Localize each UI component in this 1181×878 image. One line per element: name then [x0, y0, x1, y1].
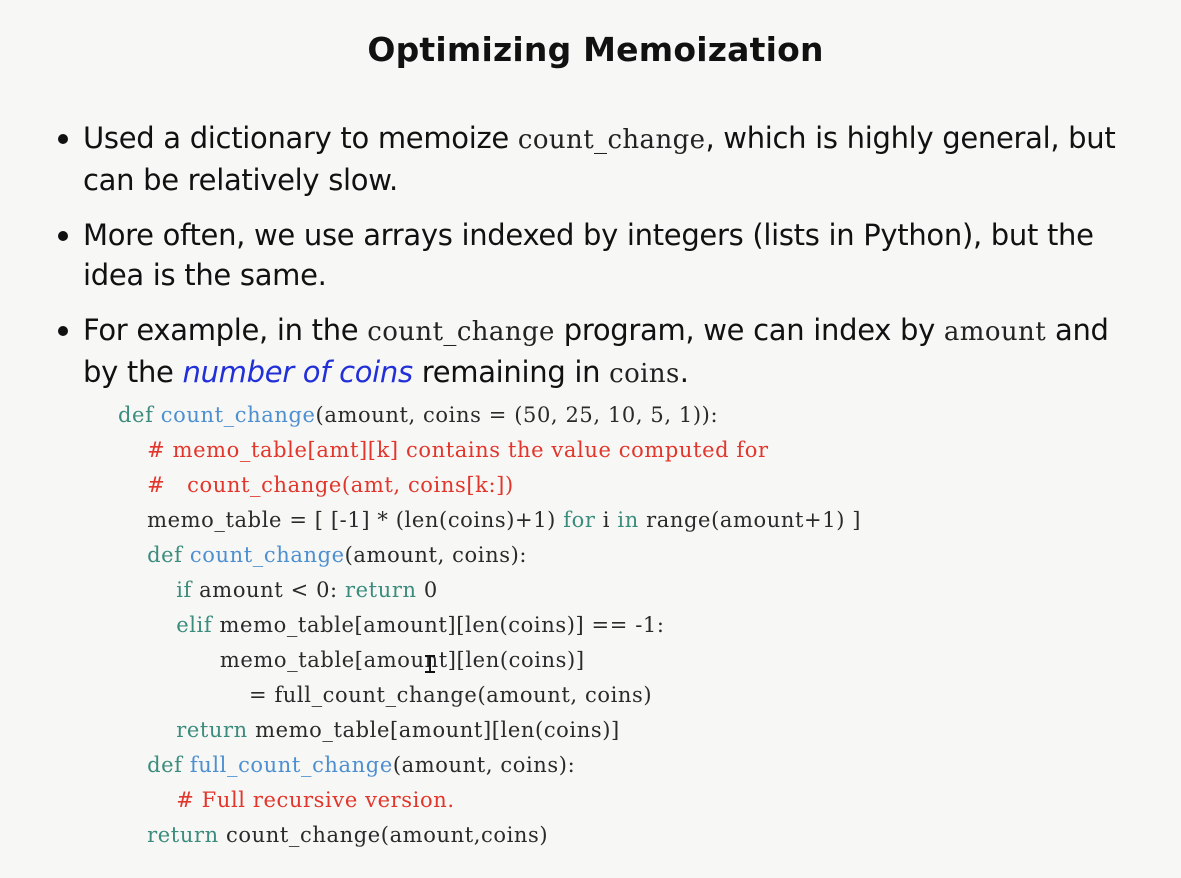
bullet-list: Used a dictionary to memoize count_chang…	[56, 118, 1136, 409]
code-line-4: memo_table = [ [-1] * (len(coins)+1) for…	[118, 503, 861, 538]
code-text: range(amount+1) ]	[638, 508, 862, 532]
code-function-name: count_change	[189, 543, 345, 567]
code-text: (amount, coins):	[392, 753, 576, 777]
code-text: memo_table[amount][len(coins)]	[247, 718, 620, 742]
code-keyword: if	[176, 578, 192, 602]
code-line-1: def count_change(amount, coins = (50, 25…	[118, 398, 861, 433]
code-function-name: count_change	[160, 403, 316, 427]
slide-title: Optimizing Memoization	[367, 30, 824, 69]
text-cursor-icon	[425, 655, 435, 673]
code-line-2: # memo_table[amt][k] contains the value …	[118, 433, 861, 468]
code-keyword: return	[345, 578, 417, 602]
code-comment: # memo_table[amt][k] contains the value …	[147, 438, 769, 462]
code-line-8: memo_table[amount][len(coins)]	[118, 643, 861, 678]
bullet-text: program, we can index by	[554, 313, 944, 347]
code-line-7: elif memo_table[amount][len(coins)] == -…	[118, 608, 861, 643]
code-text: memo_table[amount][len(coins)]	[219, 648, 585, 672]
code-line-9: = full_count_change(amount, coins)	[118, 678, 861, 713]
bullet-text: and by the	[83, 313, 1109, 389]
code-block: def count_change(amount, coins = (50, 25…	[118, 398, 861, 853]
code-line-10: return memo_table[amount][len(coins)]	[118, 713, 861, 748]
code-text: = full_count_change(amount, coins)	[248, 683, 653, 707]
bullet-text: , which is highly general, but can be re…	[83, 121, 1116, 197]
code-keyword: in	[617, 508, 639, 532]
code-inline: count_change	[367, 317, 555, 347]
code-text: i	[595, 508, 618, 532]
code-keyword: def	[118, 403, 154, 427]
bullet-text: .	[679, 355, 689, 389]
code-line-5: def count_change(amount, coins):	[118, 538, 861, 573]
code-text: memo_table[amount][len(coins)] == -1:	[212, 613, 665, 637]
code-inline: count_change	[517, 125, 706, 155]
code-keyword: def	[147, 543, 183, 567]
code-keyword: return	[147, 823, 219, 847]
bullet-text: remaining in	[412, 355, 610, 389]
code-line-13: return count_change(amount,coins)	[118, 818, 861, 853]
bullet-item-2: More often, we use arrays indexed by int…	[56, 215, 1136, 295]
bullet-item-3: For example, in the count_change program…	[56, 310, 1136, 394]
code-keyword: return	[176, 718, 248, 742]
code-comment: # Full recursive version.	[176, 788, 455, 812]
code-text: (amount, coins):	[344, 543, 528, 567]
bullet-text: Used a dictionary to memoize	[83, 121, 518, 155]
emphasis-text: number of coins	[182, 355, 414, 389]
code-function-name: full_count_change	[189, 753, 393, 777]
code-line-3: # count_change(amt, coins[k:])	[118, 468, 861, 503]
code-text: 0	[416, 578, 438, 602]
bullet-item-1: Used a dictionary to memoize count_chang…	[56, 118, 1136, 200]
code-text: (amount, coins = (50, 25, 10, 5, 1)):	[315, 403, 719, 427]
code-inline: amount	[943, 317, 1047, 347]
code-text: amount < 0:	[191, 578, 346, 602]
code-keyword: def	[147, 753, 183, 777]
code-text: memo_table = [ [-1] * (len(coins)+1)	[147, 508, 564, 532]
code-keyword: for	[563, 508, 596, 532]
code-line-12: # Full recursive version.	[118, 783, 861, 818]
code-comment: # count_change(amt, coins[k:])	[147, 473, 514, 497]
code-line-11: def full_count_change(amount, coins):	[118, 748, 861, 783]
code-text: count_change(amount,coins)	[218, 823, 549, 847]
bullet-text: More often, we use arrays indexed by int…	[83, 218, 1094, 292]
code-inline: coins	[609, 359, 680, 389]
code-keyword: elif	[176, 613, 213, 637]
bullet-text: For example, in the	[83, 313, 368, 347]
code-line-6: if amount < 0: return 0	[118, 573, 861, 608]
